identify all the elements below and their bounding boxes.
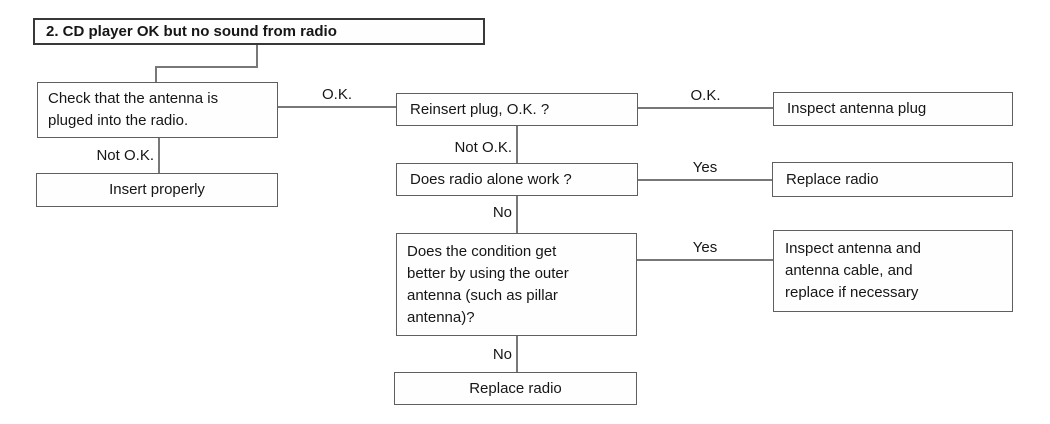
edge-label-yes-2: Yes bbox=[692, 239, 718, 256]
node-insert-properly-label: Insert properly bbox=[109, 181, 205, 198]
node-outer-antenna-question-label: Does the condition get better by using t… bbox=[407, 242, 569, 326]
connector-no-2 bbox=[516, 336, 518, 373]
connector-yes-2 bbox=[637, 259, 774, 261]
node-inspect-antenna-plug-label: Inspect antenna plug bbox=[787, 100, 927, 117]
node-replace-radio-right: Replace radio bbox=[772, 162, 1013, 197]
node-replace-radio-right-label: Replace radio bbox=[786, 170, 879, 188]
edge-label-no-2: No bbox=[492, 346, 512, 363]
connector-title-horizontal bbox=[155, 66, 258, 68]
connector-ok-1 bbox=[278, 106, 397, 108]
connector-yes-1 bbox=[638, 179, 773, 181]
connector-ok-2 bbox=[638, 107, 774, 109]
connector-not-ok-2 bbox=[516, 126, 518, 164]
edge-label-no-1: No bbox=[492, 204, 512, 221]
connector-not-ok-1 bbox=[158, 138, 160, 174]
edge-label-not-ok-1: Not O.K. bbox=[96, 147, 154, 164]
edge-label-ok-2: O.K. bbox=[690, 87, 721, 104]
edge-label-ok-1: O.K. bbox=[321, 86, 352, 103]
node-radio-alone-work-label: Does radio alone work ? bbox=[410, 170, 572, 188]
node-replace-radio-bottom: Replace radio bbox=[394, 372, 637, 405]
node-insert-properly: Insert properly bbox=[36, 173, 278, 207]
node-reinsert-plug: Reinsert plug, O.K. ? bbox=[396, 93, 638, 126]
connector-title-vertical bbox=[256, 45, 258, 68]
node-title-label: 2. CD player OK but no sound from radio bbox=[46, 22, 337, 40]
node-inspect-antenna-cable: Inspect antenna and antenna cable, and r… bbox=[773, 230, 1013, 312]
node-title: 2. CD player OK but no sound from radio bbox=[33, 18, 485, 45]
node-reinsert-plug-label: Reinsert plug, O.K. ? bbox=[410, 100, 550, 118]
node-check-antenna: Check that the antenna is pluged into th… bbox=[37, 82, 278, 138]
node-check-antenna-label: Check that the antenna is pluged into th… bbox=[48, 90, 219, 129]
edge-label-yes-1: Yes bbox=[692, 159, 718, 176]
node-outer-antenna-question: Does the condition get better by using t… bbox=[396, 233, 637, 336]
connector-title-drop bbox=[155, 66, 157, 83]
node-inspect-antenna-cable-label: Inspect antenna and antenna cable, and r… bbox=[785, 240, 921, 301]
edge-label-not-ok-2: Not O.K. bbox=[454, 139, 512, 156]
node-inspect-antenna-plug: Inspect antenna plug bbox=[773, 92, 1013, 126]
node-replace-radio-bottom-label: Replace radio bbox=[469, 379, 562, 397]
node-radio-alone-work: Does radio alone work ? bbox=[396, 163, 638, 196]
connector-no-1 bbox=[516, 196, 518, 234]
